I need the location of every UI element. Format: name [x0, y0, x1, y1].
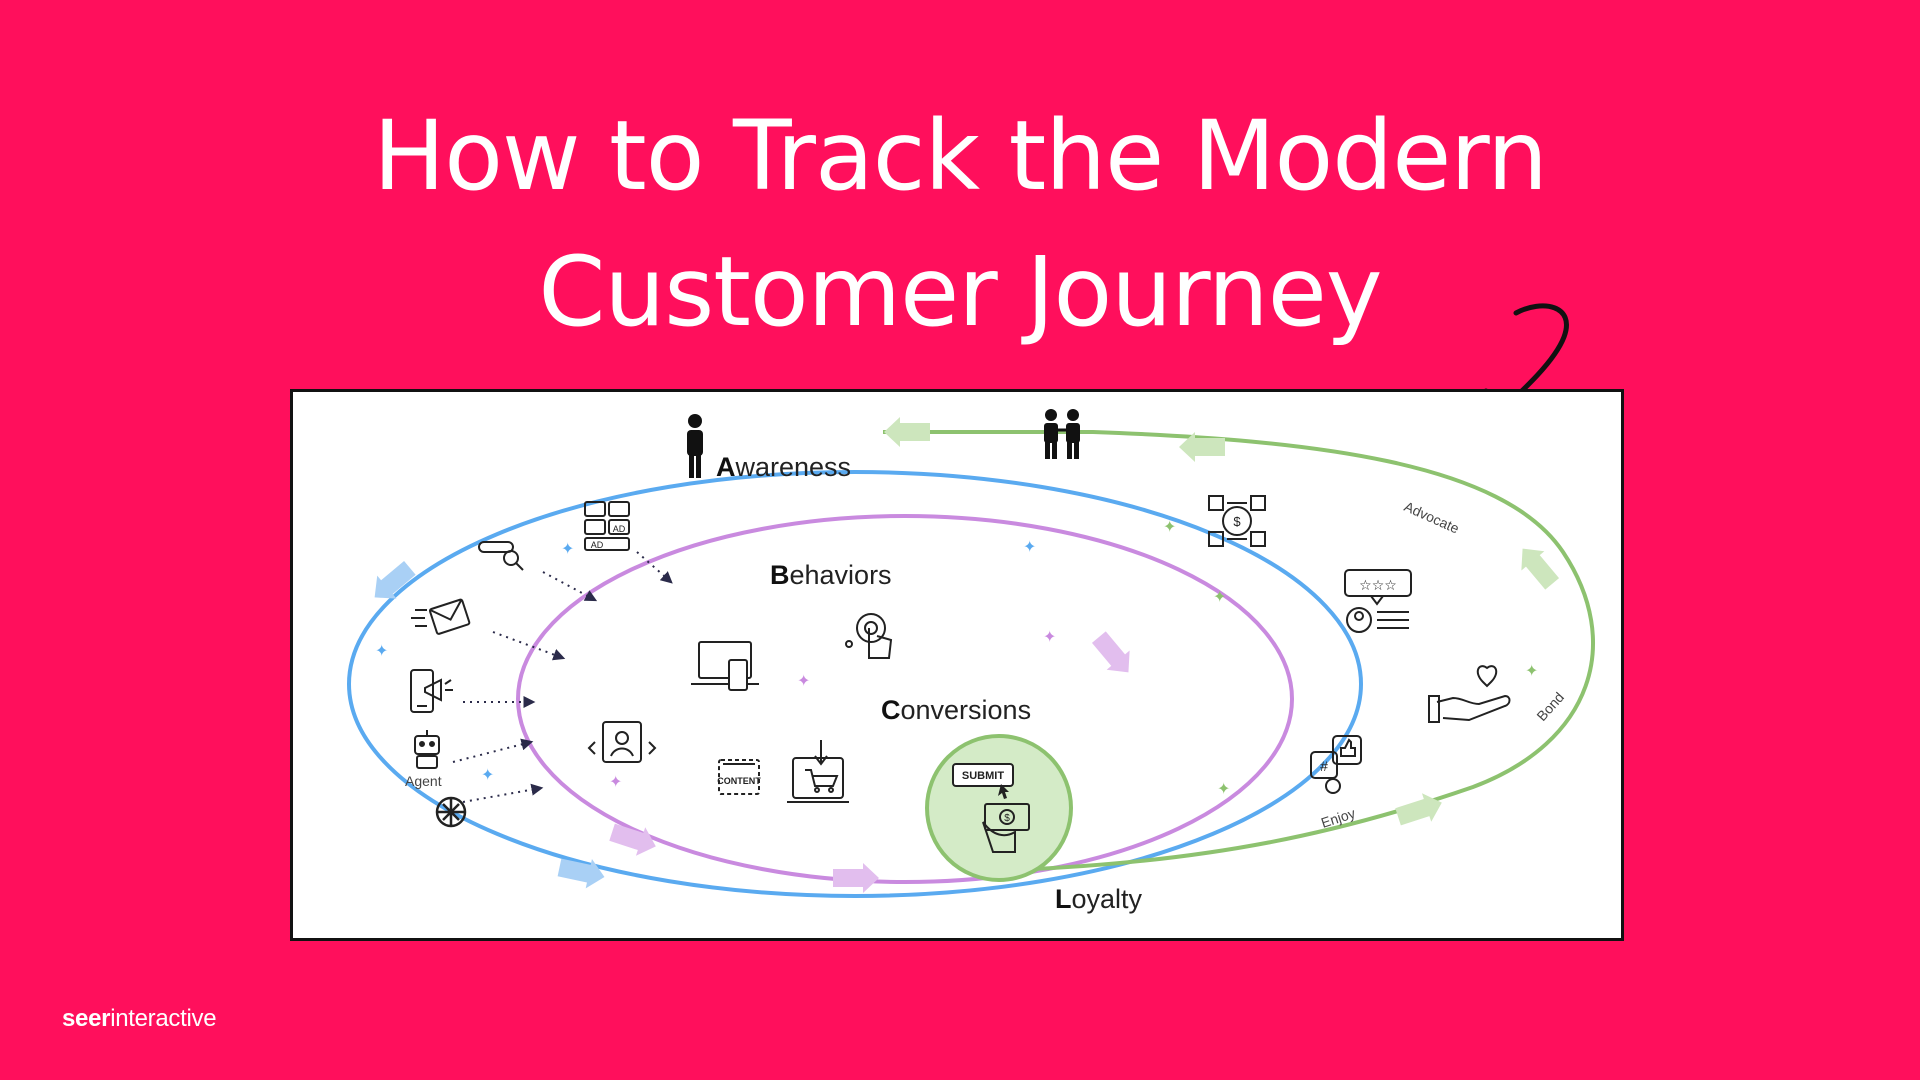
svg-text:$: $ [1233, 514, 1241, 529]
sparkle-1: ✦ [561, 539, 574, 558]
submit-button-icon: SUBMIT [952, 763, 1014, 799]
sparkle-6: ✦ [1043, 627, 1056, 646]
awareness-arrow-left [374, 560, 416, 599]
conversion-circle [925, 734, 1073, 882]
laptop-mobile-icon [691, 641, 759, 691]
loyalty-step-advocate: Advocate [1402, 498, 1462, 536]
behaviors-arrow-bottom [833, 863, 879, 893]
sparkle-4: ✦ [1023, 537, 1036, 556]
sparkle-7: ✦ [609, 772, 622, 791]
svg-text:SUBMIT: SUBMIT [962, 770, 1004, 782]
channel-arrow-ai [462, 783, 544, 803]
stage-awareness: Awareness [716, 452, 851, 482]
loyalty-arrow-top-right [1179, 432, 1225, 462]
rating-review-icon: ☆☆☆ [1344, 569, 1412, 633]
behaviors-arrow-bottom-left [609, 823, 656, 856]
brand-logo: seerinteractive [62, 1005, 217, 1033]
behaviors-arrow-right [1091, 631, 1130, 673]
svg-text:AD: AD [613, 524, 626, 534]
ad-icon: AD AD [584, 501, 630, 551]
loyalty-arrow-top-left [884, 417, 930, 447]
robot-agent-icon [414, 730, 440, 769]
sparkle-8: ✦ [1163, 517, 1176, 536]
journey-diagram: ✦ ✦ ✦ ✦ ✦ ✦ ✦ ✦ ✦ ✦ ✦ SUBMIT $ [290, 389, 1624, 941]
svg-text:#: # [1320, 758, 1328, 774]
sparkle-11: ✦ [1217, 779, 1230, 798]
stage-behaviors: Behaviors [770, 560, 892, 590]
sparkle-2: ✦ [375, 641, 388, 660]
loyalty-arrow-enjoy [1395, 793, 1442, 826]
svg-text:CONTENT: CONTENT [717, 776, 761, 786]
heart-hand-icon [1428, 665, 1511, 723]
payment-icon: $ [982, 803, 1030, 853]
ai-assistant-icon [435, 796, 467, 828]
two-people-icon [1044, 409, 1080, 459]
page-title: How to Track the Modern Customer Journey [0, 88, 1920, 360]
awareness-arrow-bottom [557, 858, 605, 889]
sparkle-10: ✦ [1213, 587, 1226, 606]
svg-text:AD: AD [591, 540, 604, 550]
touch-interaction-icon [845, 613, 893, 659]
title-line-2: Customer Journey [538, 236, 1382, 348]
awareness-loop [347, 470, 1363, 898]
agent-label: Agent [405, 773, 442, 789]
content-icon: CONTENT [717, 759, 761, 795]
sparkle-3: ✦ [481, 765, 494, 784]
title-line-1: How to Track the Modern [373, 100, 1548, 212]
person-icon [687, 414, 703, 478]
search-icon [478, 541, 524, 571]
channel-arrow-ad [636, 551, 673, 584]
svg-text:$: $ [1004, 813, 1010, 824]
svg-text:☆☆☆: ☆☆☆ [1359, 578, 1397, 594]
brand-logo-regular: interactive [110, 1005, 217, 1032]
sparkle-5: ✦ [797, 671, 810, 690]
mobile-marketing-icon [410, 669, 453, 713]
money-exchange-icon: $ [1208, 495, 1266, 547]
loyalty-loop [883, 430, 1595, 872]
user-profile-window-icon [587, 721, 657, 763]
email-icon [411, 598, 471, 635]
social-media-icon: # [1310, 735, 1362, 794]
sparkle-9: ✦ [1525, 661, 1538, 680]
channel-arrow-search [542, 571, 598, 602]
shopping-cart-icon [787, 740, 849, 803]
loyalty-step-bond: Bond [1533, 689, 1567, 724]
behaviors-loop [516, 514, 1294, 884]
stage-conversions: Conversions [881, 695, 1031, 725]
stage-loyalty: Loyalty [1055, 884, 1143, 914]
channel-arrow-agent [452, 738, 534, 763]
loyalty-arrow-advocate [1521, 548, 1560, 590]
brand-logo-bold: seer [62, 1005, 111, 1032]
